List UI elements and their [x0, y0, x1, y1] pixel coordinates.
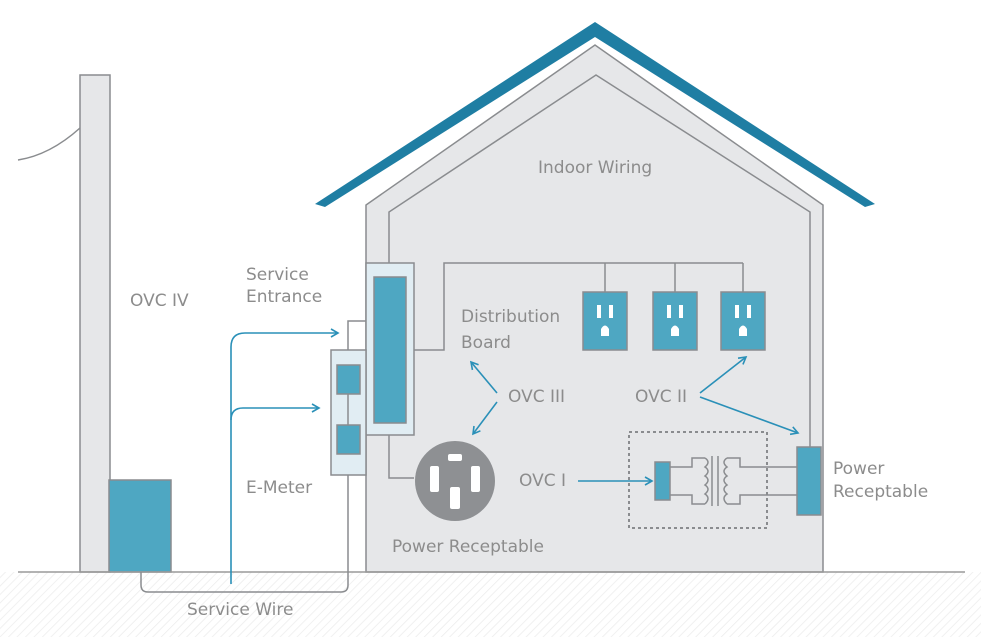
power-receptable-left-label: Power Receptable: [392, 537, 544, 557]
isolation-transformer-boundary: [628, 431, 768, 529]
e-meter-label: E-Meter: [246, 478, 313, 498]
ovc-ii-arrow-up: [699, 356, 748, 394]
outlet-branch-wiring: [414, 262, 743, 351]
e-meter-arrow: [230, 403, 321, 421]
ovc-i-device: [654, 461, 671, 501]
wall-outlet: [582, 291, 628, 351]
power-receptacle-wire: [388, 435, 414, 479]
ovc-ii-arrow-down: [699, 396, 800, 436]
service-entrance-label-line2: Entrance: [246, 287, 323, 307]
power-receptable-right-label-line1: Power: [833, 459, 885, 479]
ground-area: [0, 572, 981, 637]
ovc-iii-arrow-up: [469, 360, 498, 394]
power-receptacle-right: [796, 446, 822, 516]
overhead-line: [17, 127, 81, 161]
power-receptable-right-label-line2: Receptable: [833, 482, 929, 502]
e-meter-block-lower: [336, 424, 361, 455]
wall-outlet: [652, 291, 698, 351]
ovc-iv-label: OVC IV: [130, 291, 189, 311]
distribution-board-label-line1: Distribution: [461, 307, 561, 327]
distribution-board-label-line2: Board: [461, 333, 511, 353]
indoor-wiring-label: Indoor Wiring: [538, 158, 653, 178]
ovc-ii-label: OVC II: [635, 387, 688, 407]
e-meter-block-upper: [336, 364, 361, 395]
ovc-i-label: OVC I: [519, 471, 566, 491]
ovc-iii-arrow-down: [472, 401, 498, 436]
indoor-wiring-line: [388, 74, 811, 447]
service-wire-label: Service Wire: [187, 600, 294, 620]
utility-pole: [79, 74, 111, 573]
ovc-iii-label: OVC III: [508, 387, 566, 407]
wall-outlet: [720, 291, 766, 351]
service-wire-line: [140, 320, 366, 593]
power-receptacle-round: [415, 441, 495, 521]
ovc-arrows: [230, 328, 800, 584]
distribution-board-bar: [373, 276, 407, 424]
service-entrance-arrow: [230, 328, 340, 584]
pole-transformer-box: [108, 479, 172, 573]
transformer-icon: [670, 456, 797, 506]
service-entrance-label-line1: Service: [246, 265, 309, 285]
